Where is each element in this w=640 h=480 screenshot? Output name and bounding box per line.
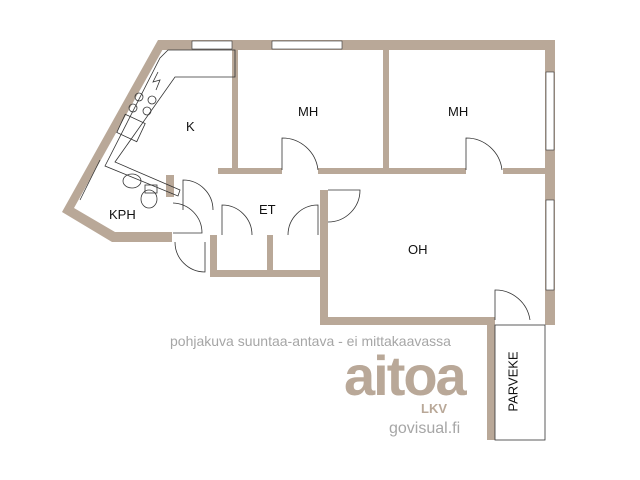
stove-icon: [142, 106, 152, 116]
disclaimer-caption: pohjakuva suuntaa-antava - ei mittakaava…: [170, 333, 451, 349]
room-label-hall: ET: [259, 202, 276, 217]
wall-closet-mid: [267, 235, 273, 275]
door-kitchen[interactable]: [182, 179, 214, 211]
logo-subtitle: LKV: [421, 401, 447, 416]
window: [545, 199, 555, 291]
sink-icon: [116, 113, 146, 143]
stove-icon: [147, 95, 157, 105]
wall-corridor-top-2: [318, 168, 466, 174]
toilet-icon: [140, 189, 158, 209]
window: [271, 40, 343, 50]
shower-line: [79, 159, 101, 201]
wall-top: [158, 40, 555, 50]
door-closet-2[interactable]: [287, 204, 319, 236]
wall-balcony-left: [487, 317, 495, 440]
balcony-outline: [494, 324, 546, 441]
stove-icon: [134, 92, 144, 102]
stove-icon: [128, 103, 138, 113]
door-entrance[interactable]: [174, 241, 206, 273]
door-bedroom-1[interactable]: [281, 137, 319, 171]
wall-corridor-top-3: [503, 168, 548, 174]
room-label-kitchen: K: [186, 119, 195, 134]
washbasin-icon: [122, 173, 142, 189]
wall-k-mh: [232, 45, 238, 173]
wall-mh-mh: [383, 45, 389, 173]
door-bedroom-2[interactable]: [465, 137, 503, 171]
room-label-living-room: OH: [408, 242, 428, 257]
wall-right: [545, 40, 555, 325]
toilet-tank-icon: [144, 184, 158, 194]
door-bathroom[interactable]: [172, 202, 203, 234]
window: [545, 71, 555, 151]
credit-website: govisual.fi: [389, 420, 461, 437]
room-label-bedroom-2: MH: [448, 104, 469, 119]
door-closet-1[interactable]: [221, 204, 253, 236]
room-label-bathroom: KPH: [109, 207, 136, 222]
window: [191, 40, 233, 50]
room-label-bedroom-1: MH: [298, 104, 319, 119]
kitchen-counter: [104, 49, 236, 197]
fridge-icon: [152, 71, 161, 91]
wall-closet-left: [210, 235, 217, 277]
wall-oh-left: [320, 190, 328, 325]
wall-oh-bottom: [320, 317, 495, 325]
door-balcony[interactable]: [494, 289, 531, 321]
wall-corridor-top-1: [218, 168, 282, 174]
room-label-balcony: PARVEKE: [505, 351, 521, 412]
door-living-room[interactable]: [327, 189, 361, 223]
aitoa-logo: aitoa: [344, 344, 467, 407]
